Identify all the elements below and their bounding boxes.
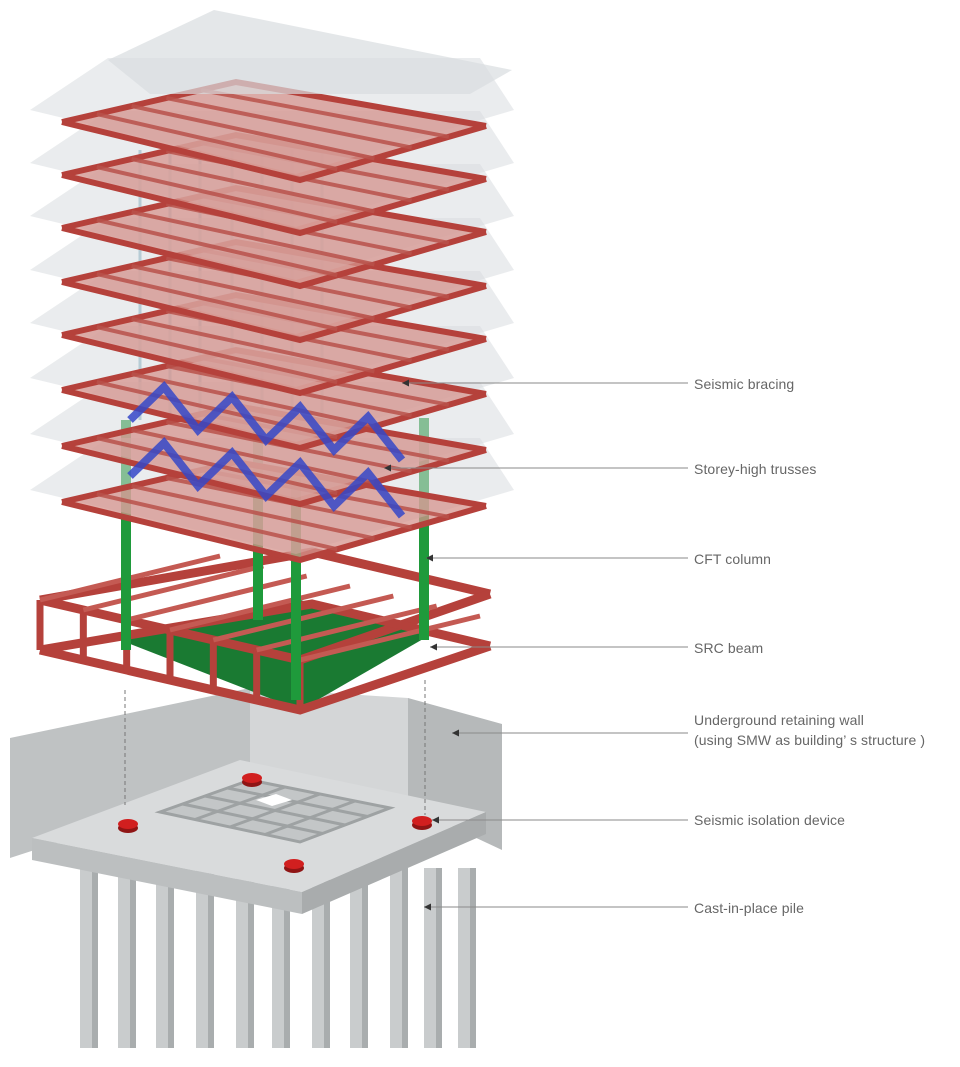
leader-arrow <box>432 816 439 824</box>
pile-shade <box>168 868 174 1048</box>
floor-beam <box>96 272 338 332</box>
label-line: Underground retaining wall <box>694 712 864 728</box>
floor-beam <box>200 88 450 139</box>
cft-column <box>419 418 429 640</box>
base-slab-front <box>32 838 302 914</box>
floors-group <box>30 10 514 564</box>
pile-shade <box>248 868 254 1048</box>
retaining-wall-left <box>10 688 250 858</box>
perimeter-beam <box>61 332 487 397</box>
pile-shade <box>324 868 330 1048</box>
label-cast-in-place-pile: Cast-in-place pile <box>694 898 804 918</box>
pile-shade <box>284 868 290 1048</box>
perimeter-beam <box>61 119 487 184</box>
floor-beam <box>131 210 375 267</box>
isolator <box>284 859 304 869</box>
leader-arrow <box>426 554 433 562</box>
frame-beam <box>256 603 438 653</box>
core-wall-line <box>229 792 321 829</box>
label-line: Storey-high trusses <box>694 461 817 477</box>
frame-beam <box>82 563 264 613</box>
perimeter-beam <box>61 499 487 564</box>
core-wall-line <box>227 786 368 818</box>
floor-beam <box>131 317 375 374</box>
isolator <box>118 819 138 829</box>
leader-arrow <box>452 729 459 737</box>
perimeter-beam <box>61 172 487 237</box>
cft-column <box>121 420 131 650</box>
pile-shade <box>208 868 214 1048</box>
label-line: (using SMW as building’ s structure ) <box>694 732 926 748</box>
floor-beam <box>131 104 375 161</box>
pile-shade <box>130 868 136 1048</box>
core-void <box>256 794 292 806</box>
trusses-group <box>127 381 406 519</box>
label-line: SRC beam <box>694 640 764 656</box>
floor-beam <box>96 218 338 278</box>
label-line: Seismic bracing <box>694 376 795 392</box>
leader-arrow <box>402 379 409 387</box>
foundation-group <box>10 688 502 914</box>
label-cft-column: CFT column <box>694 549 771 569</box>
pile-shade <box>362 868 368 1048</box>
pile-shade <box>436 868 442 1048</box>
perimeter-beam <box>61 225 487 290</box>
piles-group <box>80 868 476 1048</box>
floor-beam <box>96 492 338 552</box>
leaders-group <box>124 379 688 911</box>
floor-beam <box>131 157 375 214</box>
storey-truss <box>127 437 406 519</box>
label-underground-retaining-wall: Underground retaining wall (using SMW as … <box>694 710 925 750</box>
floor-beam <box>96 165 338 225</box>
pile-shade <box>92 868 98 1048</box>
label-line: Cast-in-place pile <box>694 900 804 916</box>
cft-column <box>291 468 301 700</box>
storey-truss <box>127 381 406 463</box>
base-slab-side <box>302 812 486 914</box>
floor-beam <box>96 325 338 385</box>
leader-arrow <box>424 903 431 911</box>
frame-beam <box>126 573 308 623</box>
label-seismic-isolation-device: Seismic isolation device <box>694 810 845 830</box>
label-src-beam: SRC beam <box>694 638 763 658</box>
label-line: CFT column <box>694 551 771 567</box>
core-wall-line <box>264 799 356 836</box>
label-storey-high-trusses: Storey-high trusses <box>694 459 817 479</box>
label-seismic-bracing: Seismic bracing <box>694 374 794 394</box>
pile-shade <box>470 868 476 1048</box>
floor-beam <box>131 428 375 485</box>
leader-arrow <box>384 464 391 472</box>
floor-beam <box>131 264 375 321</box>
frame-beam <box>212 593 394 643</box>
isolator <box>412 816 432 826</box>
frame-beam <box>299 613 481 663</box>
roof-glass <box>108 10 512 94</box>
floor-beam <box>131 372 375 429</box>
perimeter-beam <box>61 279 487 344</box>
floor-beam <box>166 96 412 150</box>
floor-beam <box>96 112 338 172</box>
floor-beam <box>131 484 375 541</box>
leader-arrow <box>430 643 437 651</box>
label-line: Seismic isolation device <box>694 812 846 828</box>
isolator <box>242 773 262 783</box>
pile-shade <box>402 868 408 1048</box>
